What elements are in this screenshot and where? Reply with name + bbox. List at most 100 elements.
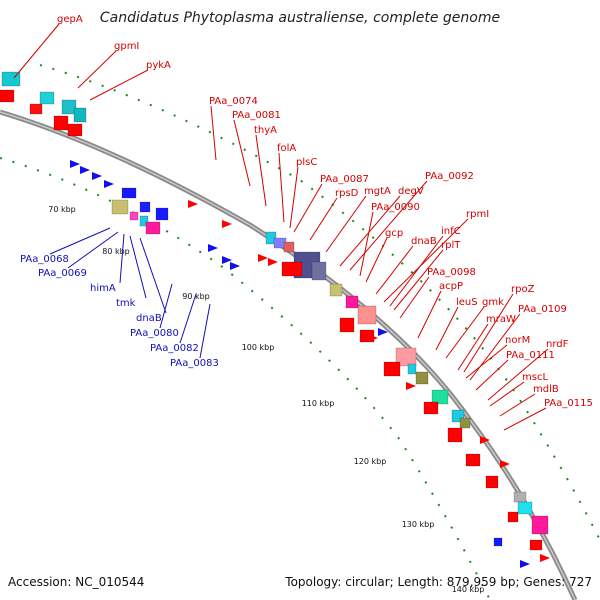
gene-block <box>67 123 83 137</box>
leader-line <box>489 381 525 407</box>
gene-arrow <box>92 172 102 180</box>
gene-block <box>29 103 43 115</box>
leader-line <box>475 359 509 391</box>
gene-label: pykA <box>146 60 171 71</box>
gene-block <box>339 317 355 333</box>
gene-block <box>395 347 417 367</box>
tick-label: 70 kbp <box>48 205 76 214</box>
gene-block <box>283 241 295 253</box>
leader-line <box>309 197 338 241</box>
gene-label: PAa_0092 <box>425 171 474 182</box>
gene-label: tmk <box>116 298 136 309</box>
leader-line <box>399 276 430 319</box>
leader-line <box>349 180 428 271</box>
leader-line <box>435 306 459 351</box>
gene-block <box>493 537 503 547</box>
gene-block <box>459 417 471 429</box>
gene-label: mscL <box>522 372 548 383</box>
gene-label: rpsD <box>335 188 359 199</box>
gene-arrow <box>378 328 388 336</box>
gene-block <box>53 115 69 131</box>
gene-label: infC <box>441 226 461 237</box>
gene-block <box>357 305 377 325</box>
gene-block <box>155 207 169 221</box>
leader-line <box>289 166 299 229</box>
gene-block <box>407 363 417 375</box>
leader-line <box>499 393 536 417</box>
gene-label: PAa_0069 <box>38 268 87 279</box>
gene-label: dnaB <box>411 236 437 247</box>
leader-line <box>233 119 251 187</box>
gene-label: mdlB <box>533 384 559 395</box>
gene-label: leuS <box>456 297 478 308</box>
leader-line <box>339 195 401 267</box>
label-leaders <box>13 23 549 431</box>
gene-label: folA <box>277 143 296 154</box>
gene-arrow <box>540 554 550 562</box>
leader-line <box>210 105 217 161</box>
gene-block <box>507 511 519 523</box>
gene-label: PAa_0080 <box>130 328 179 339</box>
gene-block <box>129 211 139 221</box>
leader-line <box>325 195 367 253</box>
gene-label: dnaB <box>136 313 162 324</box>
leader-line <box>139 237 167 314</box>
gene-block <box>415 371 429 385</box>
tick-label: 100 kbp <box>242 343 275 352</box>
leader-line <box>67 231 119 269</box>
leader-line <box>255 134 267 207</box>
leader-line <box>199 303 211 359</box>
gene-arrow <box>104 180 114 188</box>
gene-arrow <box>258 254 268 262</box>
leader-line <box>469 313 521 381</box>
gene-arrow <box>520 560 530 568</box>
gene-arrow <box>368 334 378 342</box>
tick-label: 140 kbp <box>452 585 485 594</box>
gene-label: rpmI <box>466 209 489 220</box>
gene-block <box>111 199 129 215</box>
gene-arrow <box>188 200 198 208</box>
gene-block <box>431 389 449 405</box>
leader-line <box>375 245 414 295</box>
gene-label: plsC <box>296 157 317 168</box>
gene-label: PAa_0109 <box>518 304 567 315</box>
leader-line <box>503 407 547 431</box>
gene-block <box>121 187 137 199</box>
accession-text: Accession: NC_010544 <box>8 575 144 589</box>
gene-block <box>311 261 327 281</box>
gene-arrow <box>222 256 232 264</box>
gene-block <box>447 427 463 443</box>
gene-label: acpP <box>439 281 463 292</box>
leader-line <box>417 290 442 339</box>
leader-line <box>89 69 149 101</box>
gene-arrow <box>230 262 240 270</box>
gene-label: PAa_0074 <box>209 96 258 107</box>
tick-label: 130 kbp <box>402 520 435 529</box>
leader-line <box>365 237 388 283</box>
leader-line <box>463 293 514 373</box>
gene-block <box>423 401 439 415</box>
leader-line <box>13 23 60 79</box>
gene-block <box>0 89 15 103</box>
gene-block <box>139 201 151 213</box>
gene-label: degV <box>398 186 424 197</box>
gene-label: thyA <box>254 125 277 136</box>
leader-line <box>359 211 374 277</box>
gene-label: PAa_0098 <box>427 267 476 278</box>
leader-line <box>293 183 323 233</box>
gene-label: PAa_0111 <box>506 350 555 361</box>
leader-line <box>445 306 485 359</box>
gene-features <box>0 71 550 568</box>
gene-arrow <box>500 460 510 468</box>
leader-line <box>389 235 444 307</box>
gene-block <box>485 475 499 489</box>
gene-label: PAa_0082 <box>150 343 199 354</box>
leader-line <box>487 348 549 401</box>
gene-block <box>73 107 87 123</box>
gene-block <box>145 221 161 235</box>
gene-block <box>39 91 55 105</box>
tick-label: 90 kbp <box>182 292 210 301</box>
leader-line <box>383 218 469 303</box>
